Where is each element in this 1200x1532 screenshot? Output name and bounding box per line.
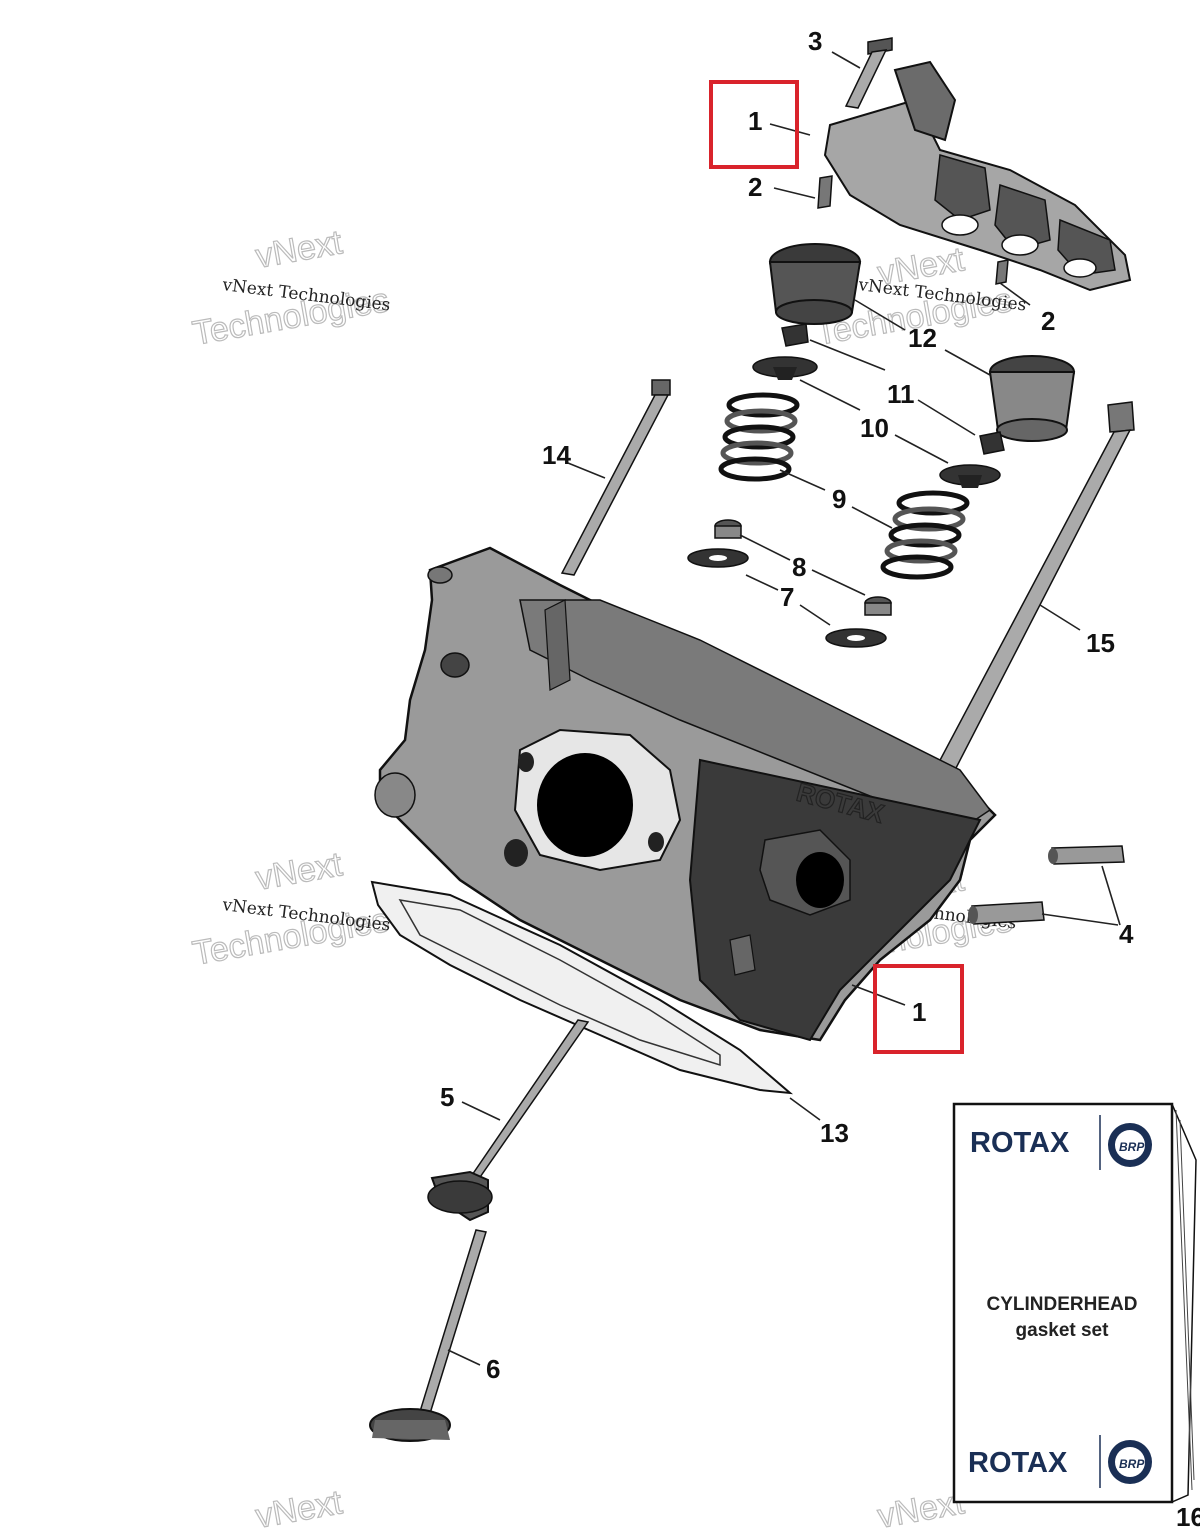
head-bolt-14 [560, 379, 671, 576]
dowel-pin-4-lower [968, 901, 1045, 925]
callout-13: 13 [820, 1118, 849, 1148]
dowel-pin-2-left [817, 175, 833, 209]
watermark-top-left: vNext Technologies vNext Technologies [189, 223, 392, 354]
callout-12: 12 [908, 323, 937, 353]
svg-text:vNext: vNext [253, 845, 346, 898]
highlight-box-top [709, 80, 799, 169]
callout-5: 5 [440, 1082, 454, 1112]
watermark-mid-left: vNext Technologies vNext Technologies [189, 845, 392, 974]
callout-1-top: 1 [748, 106, 762, 136]
cotter-11-right [979, 431, 1005, 455]
kit-title-line1: CYLINDERHEAD [987, 1294, 1138, 1315]
callout-9: 9 [832, 484, 846, 514]
brp-logo-top: BRP [1108, 1123, 1152, 1167]
svg-text:BRP: BRP [1119, 1457, 1145, 1471]
bolt-3 [844, 37, 893, 109]
callout-8: 8 [792, 552, 806, 582]
cylinder-head: ROTAX [374, 546, 997, 1042]
highlight-box-bottom [873, 964, 964, 1054]
valve-5 [427, 1019, 590, 1222]
retainer-10-left [752, 356, 818, 380]
callout-2-right: 2 [1041, 306, 1055, 336]
spring-9-right [880, 490, 970, 580]
callout-6: 6 [486, 1354, 500, 1384]
head-bolt-15 [936, 401, 1135, 769]
callout-16-partial: 16 [1176, 1502, 1200, 1532]
retainer-10-right [939, 464, 1001, 488]
svg-text:vNext: vNext [253, 223, 346, 276]
cotter-11-left [781, 323, 809, 347]
gasket-set-package: ROTAX BRP CYLINDERHEAD gasket set ROTAX … [952, 1102, 1197, 1504]
svg-text:BRP: BRP [1119, 1140, 1145, 1154]
callout-7: 7 [780, 582, 794, 612]
dowel-pin-4-upper [1048, 845, 1125, 865]
spring-seat-7-right [825, 628, 887, 648]
callout-11: 11 [887, 379, 915, 409]
leader-lines [447, 51, 1121, 1366]
watermark-bottom: vNext vNext [252, 1483, 968, 1532]
tappet-12-left [768, 243, 862, 325]
svg-text:vNext: vNext [253, 1483, 346, 1532]
callout-14: 14 [542, 440, 571, 470]
callout-3: 3 [808, 26, 822, 56]
dowel-pin-2-right [995, 259, 1009, 285]
kit-brand-bottom: ROTAX [968, 1447, 1068, 1479]
kit-title-line2: gasket set [1016, 1320, 1110, 1341]
head-gasket-13 [370, 880, 794, 1095]
callout-1-bottom: 1 [912, 997, 926, 1027]
camshaft-bracket [823, 60, 1132, 292]
callout-2-left: 2 [748, 172, 762, 202]
valve-6 [369, 1229, 487, 1442]
kit-brand-top: ROTAX [970, 1127, 1070, 1159]
callout-10: 10 [860, 413, 889, 443]
callout-15: 15 [1086, 628, 1115, 658]
spring-9-left [718, 392, 800, 482]
stem-seal-8-right [864, 596, 892, 616]
stem-seal-8-left [714, 519, 742, 539]
tappet-12-right [988, 355, 1076, 442]
callout-4: 4 [1119, 919, 1134, 949]
spring-seat-7-left [687, 548, 749, 568]
brp-logo-bottom: BRP [1108, 1440, 1152, 1484]
